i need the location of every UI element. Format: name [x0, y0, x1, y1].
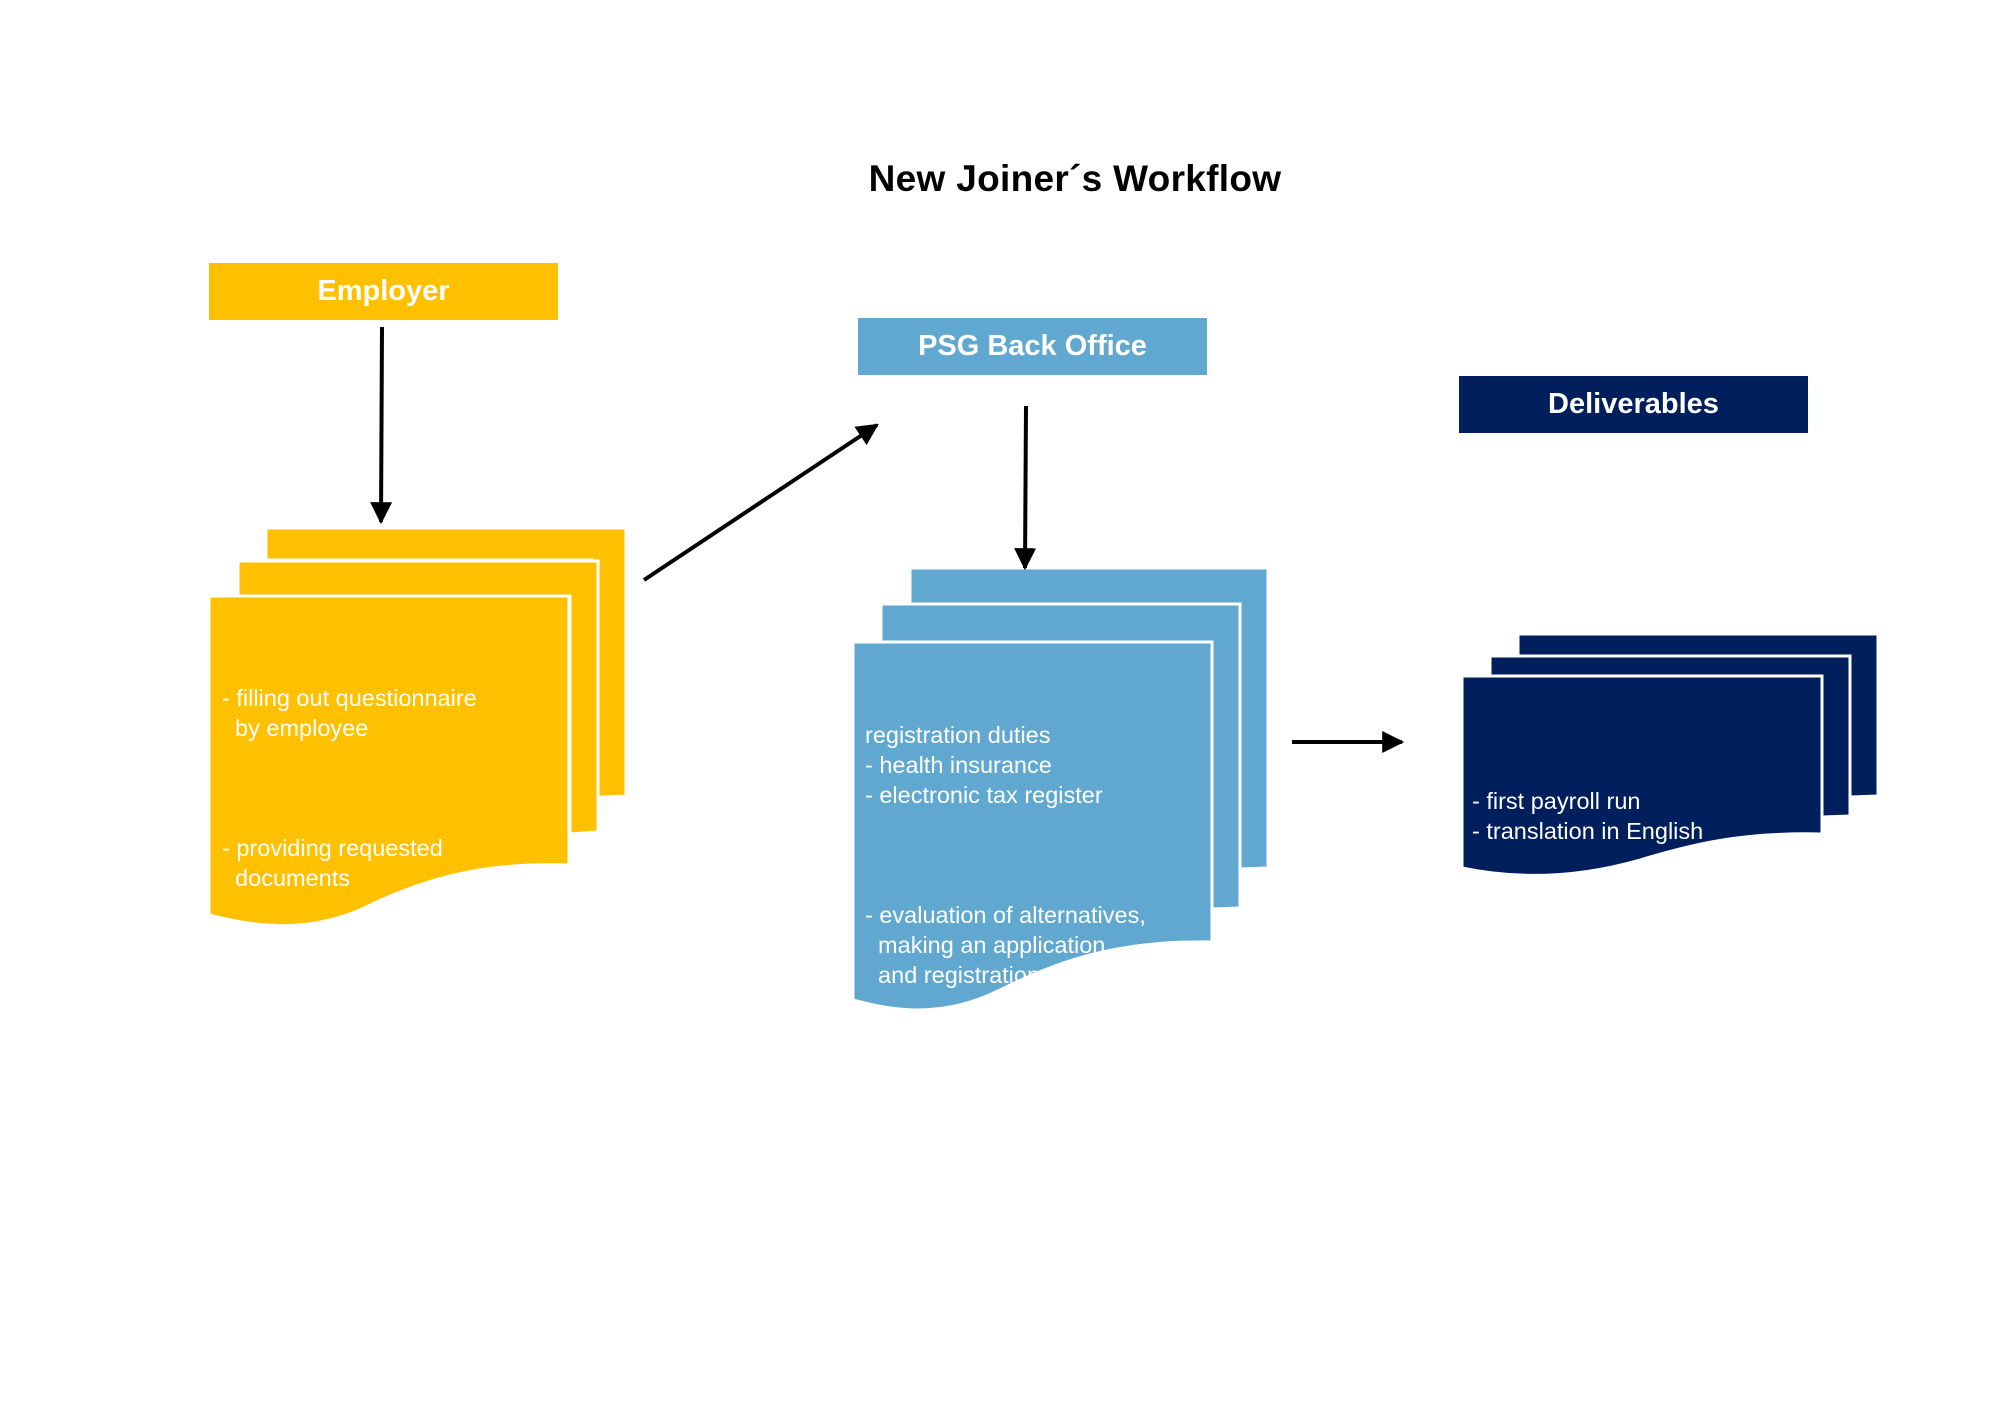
deliverables-document-stack	[1460, 632, 1880, 877]
employer-document-text: - filling out questionnaire by employee …	[222, 623, 477, 1103]
deliverables-header-label: Deliverables	[1548, 388, 1719, 420]
arrow-employer-down	[370, 326, 393, 525]
deliverables-document-text: - first payroll run - translation in Eng…	[1472, 726, 1703, 906]
psg-item: - entry of master file data in payroll s…	[865, 1082, 1125, 1138]
deliverables-item: - first payroll run - translation in Eng…	[1472, 788, 1704, 844]
psg-back-office-header: PSG Back Office	[858, 318, 1207, 375]
deliverables-header: Deliverables	[1459, 376, 1808, 433]
deliverables-doc-front	[1460, 674, 1824, 877]
psg-item: - evaluation of alternatives, making an …	[865, 902, 1146, 988]
psg-back-office-header-label: PSG Back Office	[918, 330, 1147, 362]
psg-document-stack	[851, 566, 1270, 1012]
psg-item: registration duties - health insurance -…	[865, 722, 1103, 808]
psg-document-text: registration duties - health insurance -…	[865, 660, 1146, 1200]
employer-header-label: Employer	[317, 275, 450, 307]
arrow-psg-down	[1014, 405, 1037, 571]
employer-document-stack	[207, 526, 628, 928]
arrow-employer-to-psg	[642, 423, 879, 582]
diagram-title: New Joiner´s Workflow	[868, 158, 1282, 199]
employer-doc-front	[207, 594, 571, 928]
employer-item: - filling out questionnaire by employee	[222, 685, 477, 741]
employer-item: - providing requested documents	[222, 835, 443, 891]
employer-item: - optionally: request of a pension plan	[222, 985, 473, 1041]
employer-header: Employer	[209, 263, 558, 320]
psg-doc-front	[851, 640, 1214, 1012]
